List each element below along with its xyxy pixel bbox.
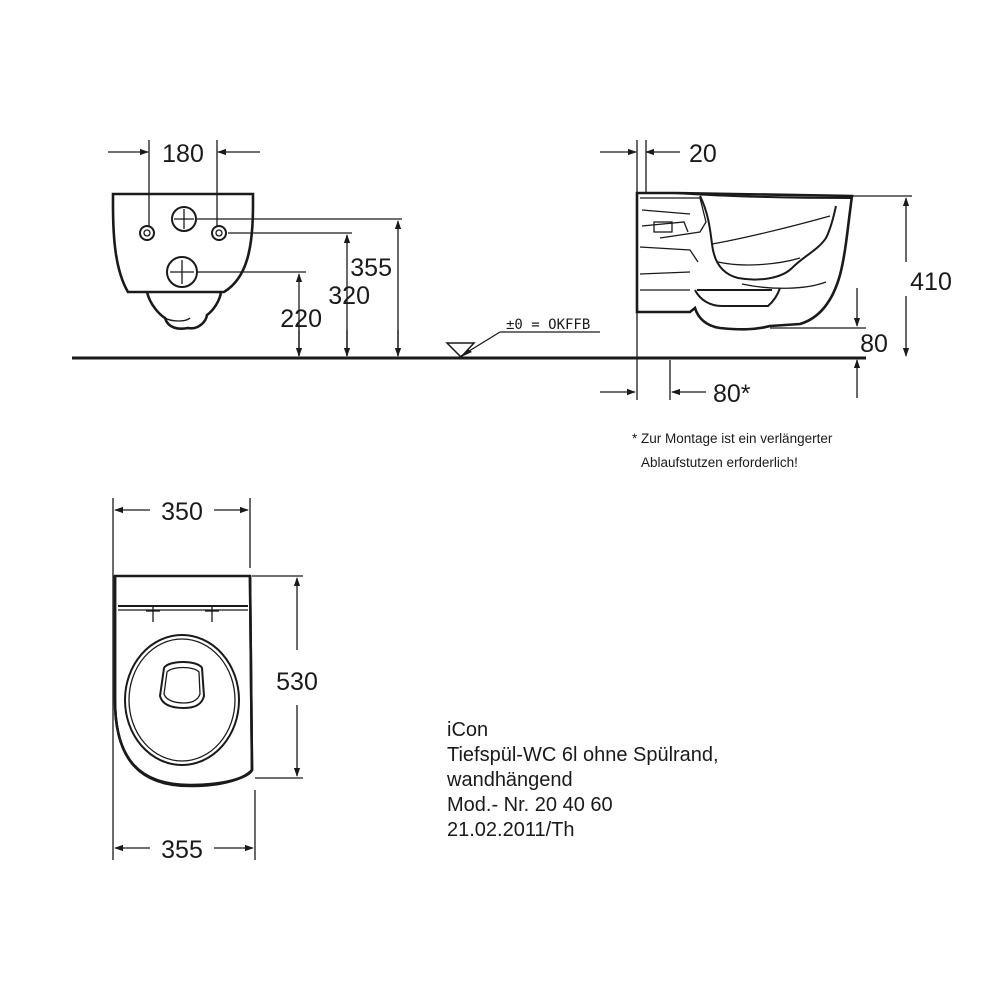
outlet-circle	[166, 256, 198, 288]
seat-outer	[124, 634, 240, 766]
product-model-number: Mod.- Nr. 20 40 60	[447, 794, 613, 816]
dim-350: 350	[161, 498, 203, 526]
inlet-circle	[171, 206, 197, 232]
hinge-mark-right	[205, 605, 219, 622]
bowl-opening	[158, 661, 206, 710]
note-line-2: Ablaufstutzen erforderlich!	[641, 455, 798, 470]
fixing-bolt-right	[211, 225, 227, 241]
dim-320: 320	[328, 282, 370, 310]
hinge-mark-left	[146, 605, 160, 622]
product-date: 21.02.2011/Th	[447, 819, 575, 841]
dim-220: 220	[280, 305, 322, 333]
dim-355-bottom: 355	[161, 836, 203, 864]
dim-410: 410	[910, 268, 952, 296]
top-view-outline	[113, 574, 254, 787]
product-description: Tiefspül-WC 6l ohne Spülrand,	[447, 744, 719, 766]
dim-20: 20	[689, 140, 717, 168]
front-view: 180 355 320 220	[108, 140, 402, 357]
floor-marker-label: ±0 = OKFFB	[506, 317, 590, 333]
product-name: iCon	[447, 719, 489, 741]
dim-80-projection: 80*	[713, 380, 751, 408]
dim-530: 530	[276, 668, 318, 696]
dim-355: 355	[350, 254, 392, 282]
product-info: iCon Tiefspül-WC 6l ohne Spülrand, wandh…	[447, 718, 847, 843]
front-view-bowl-outline	[111, 192, 255, 294]
floor-level-marker: ±0 = OKFFB	[445, 317, 600, 359]
note-line-1: * Zur Montage ist ein verlängerter	[632, 431, 833, 446]
product-mounting: wandhängend	[447, 769, 573, 791]
side-view: 20 410 80 80*	[600, 140, 952, 408]
side-view-body	[635, 191, 854, 331]
top-view: 350 530 355	[112, 498, 318, 864]
side-view-inner-bowl	[699, 195, 837, 281]
fixing-bolt-left	[139, 225, 155, 241]
dim-180: 180	[162, 140, 204, 168]
front-view-foot	[145, 291, 223, 330]
dim-80-floor: 80	[860, 330, 888, 358]
